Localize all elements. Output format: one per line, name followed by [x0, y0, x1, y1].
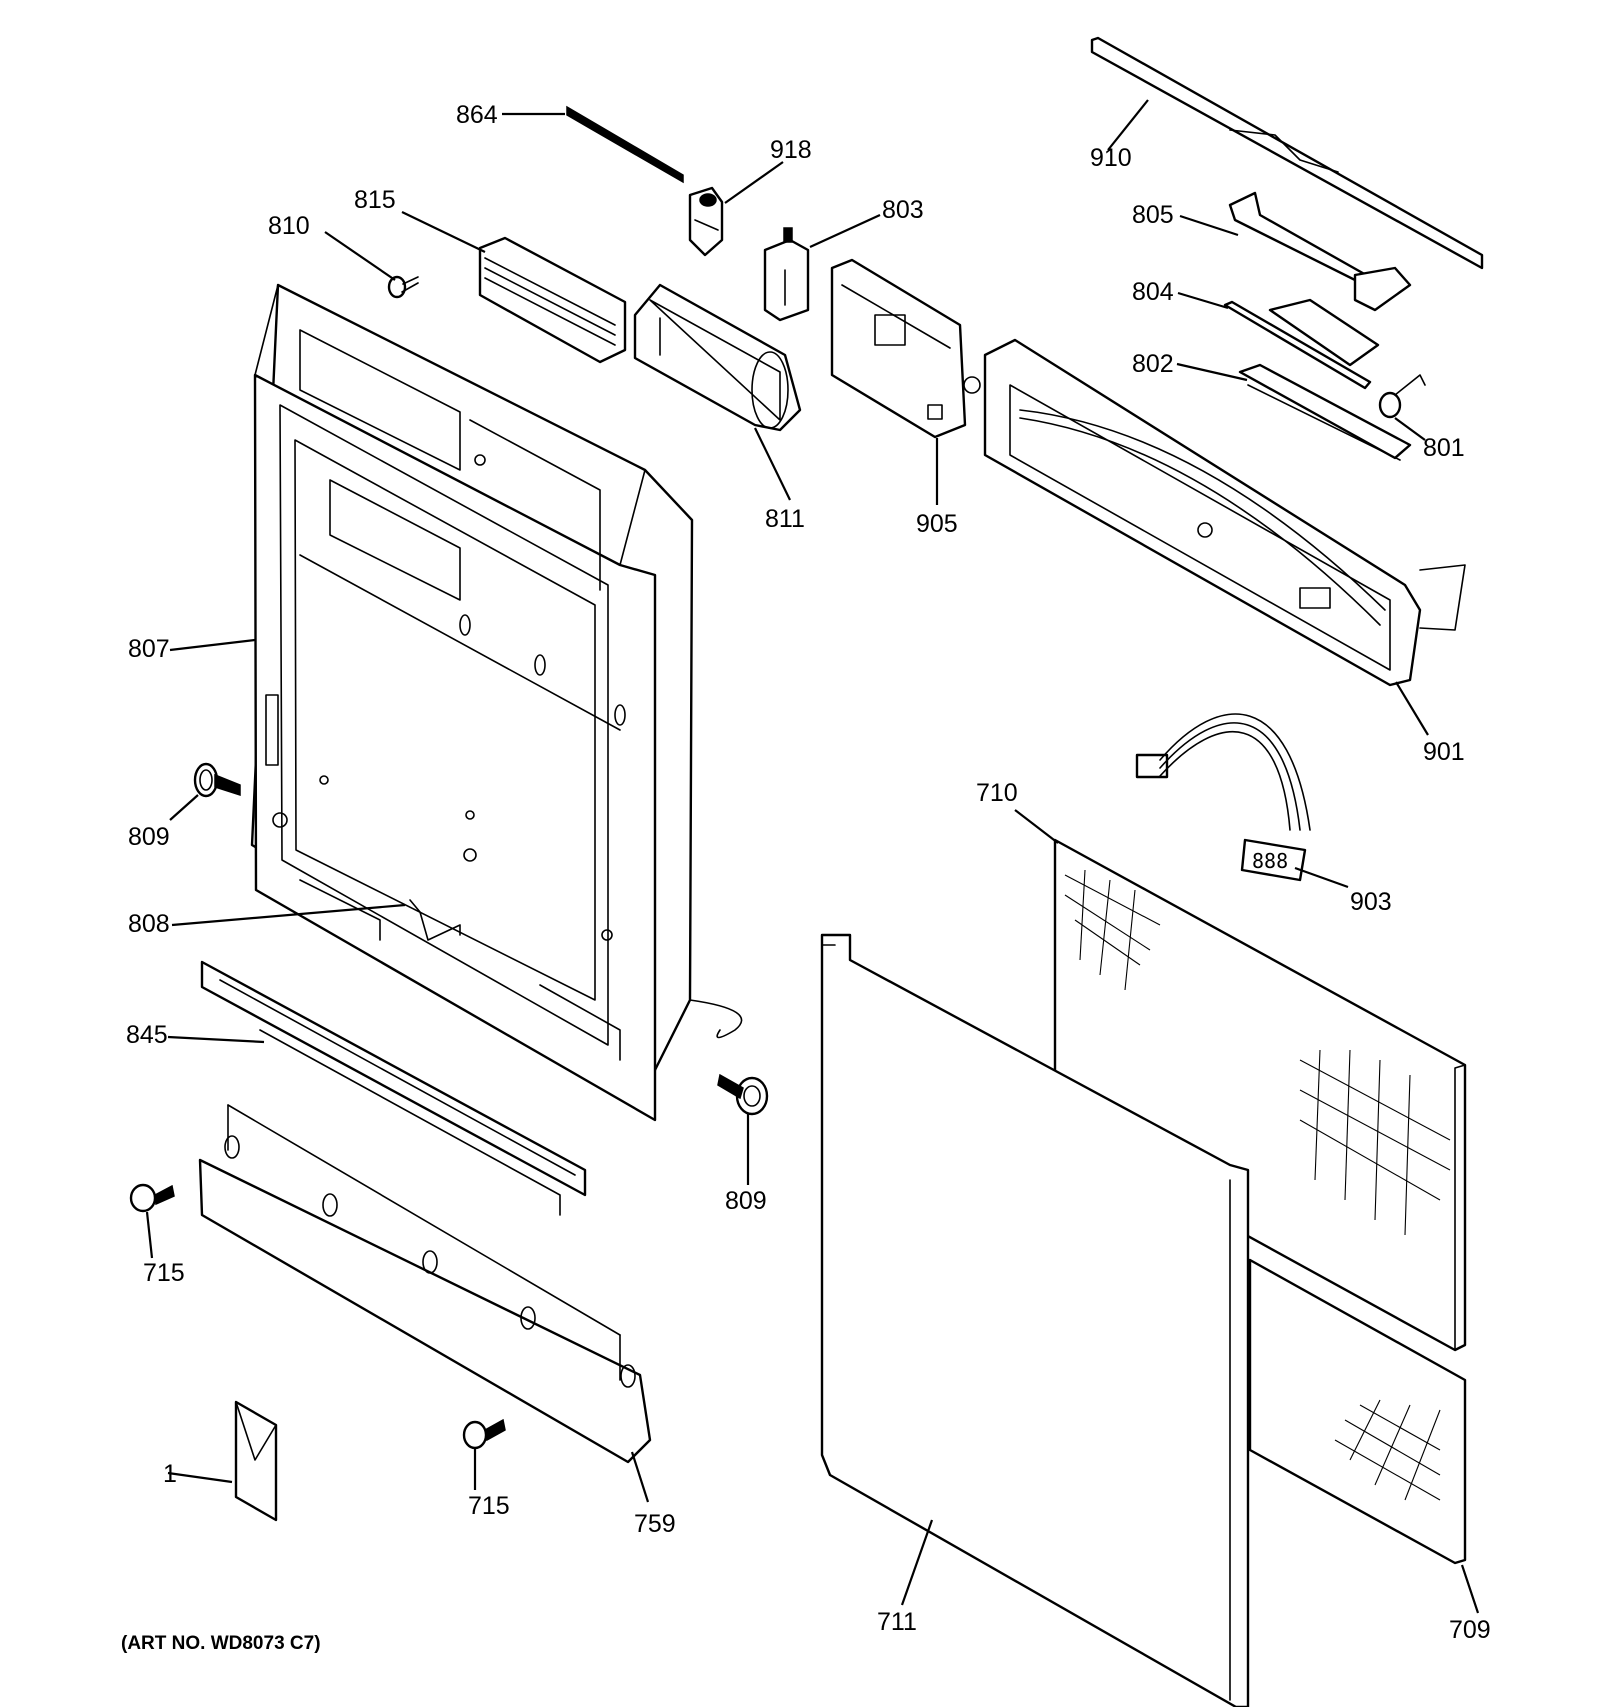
screw-715-bottom: [462, 1418, 506, 1450]
callout-810: 810: [268, 212, 310, 240]
callout-811: 811: [765, 505, 805, 533]
display-harness-903: 888: [1135, 713, 1311, 882]
callout-809-left: 809: [128, 823, 170, 851]
callout-804: 804: [1132, 278, 1174, 306]
callout-1: 1: [163, 1460, 177, 1488]
hinge-802: [1238, 363, 1412, 461]
bracket-805: [1228, 191, 1412, 312]
callout-918: 918: [770, 136, 812, 164]
callout-709: 709: [1449, 1616, 1491, 1644]
toe-kick-panel: [198, 1104, 652, 1464]
switch-803: [763, 227, 810, 322]
vent-strip: [200, 960, 587, 1216]
control-panel-901: [983, 338, 1466, 687]
art-number-caption: (ART NO. WD8073 C7): [121, 1633, 321, 1654]
callout-905: 905: [916, 510, 958, 538]
leader-lines: [145, 99, 1480, 1614]
screw-810: [387, 275, 419, 299]
control-board-905: [830, 258, 981, 439]
vent-cover-815: [478, 236, 627, 364]
door-skin-711: [820, 933, 1250, 1707]
callout-802: 802: [1132, 350, 1174, 378]
callout-801: 801: [1423, 434, 1465, 462]
callout-815: 815: [354, 186, 396, 214]
callout-711: 711: [877, 1608, 917, 1636]
callout-864: 864: [456, 101, 498, 129]
callout-803: 803: [882, 196, 924, 224]
lower-panel-709: [1248, 1258, 1467, 1565]
dispenser-housing-811: [633, 283, 802, 432]
callout-805: 805: [1132, 201, 1174, 229]
literature-packet: [234, 1400, 278, 1522]
callout-808: 808: [128, 910, 170, 938]
callout-710: 710: [976, 779, 1018, 807]
callout-715-bottom: 715: [468, 1492, 510, 1520]
callout-759: 759: [634, 1510, 676, 1538]
callout-903: 903: [1350, 888, 1392, 916]
inner-door-panel: [250, 283, 743, 1122]
callout-845: 845: [126, 1021, 168, 1049]
top-rail-910: [1090, 36, 1484, 270]
callout-809-right: 809: [725, 1187, 767, 1215]
callout-910: 910: [1090, 144, 1132, 172]
bumper-809-right: [717, 1073, 769, 1116]
bumper-809-left: [193, 762, 241, 798]
part-918-switch: [688, 186, 724, 257]
spring-801: [1378, 374, 1426, 419]
spring-808: [409, 899, 461, 941]
callout-901: 901: [1423, 738, 1465, 766]
part-864: [566, 105, 684, 184]
rod-804: [1223, 298, 1380, 390]
callout-715-left: 715: [143, 1259, 185, 1287]
svg-text:888: 888: [1252, 849, 1288, 873]
callout-807: 807: [128, 635, 170, 663]
screw-715-left: [129, 1183, 175, 1213]
callout-labels: 864 918 910 815 810 803 805 804 802 801 …: [126, 101, 1491, 1644]
